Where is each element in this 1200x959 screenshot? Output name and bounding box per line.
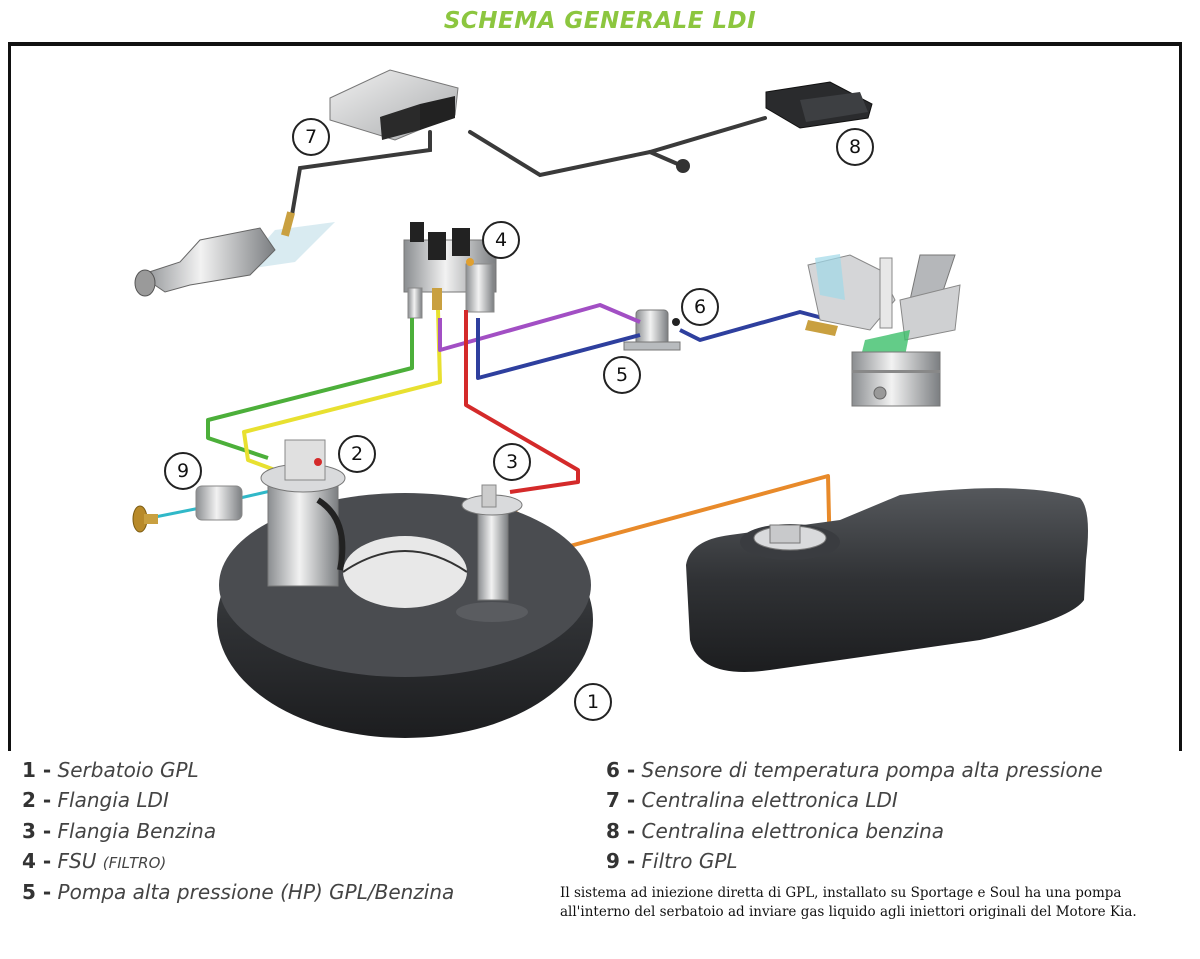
petrol-tank bbox=[686, 488, 1088, 672]
system-diagram bbox=[132, 69, 1088, 738]
green-line bbox=[206, 318, 414, 460]
engine-cylinder bbox=[805, 254, 961, 407]
harness-connector bbox=[676, 159, 690, 173]
yellow-line bbox=[242, 309, 442, 472]
callout-8: 8 bbox=[836, 128, 874, 166]
legend-item-8: 8 - Centralina elettronica benzina bbox=[606, 819, 945, 843]
lpg-filter bbox=[132, 485, 243, 533]
petrol-ecu bbox=[765, 81, 873, 129]
legend-item-9: 9 - Filtro GPL bbox=[606, 849, 738, 873]
ldi-flange bbox=[260, 439, 346, 587]
legend-item-2: 2 - Flangia LDI bbox=[22, 788, 169, 812]
callout-7: 7 bbox=[292, 118, 330, 156]
legend-item-5: 5 - Pompa alta pressione (HP) GPL/Benzin… bbox=[22, 880, 455, 904]
diagram-frame bbox=[8, 42, 1182, 751]
legend-item-7: 7 - Centralina elettronica LDI bbox=[606, 788, 898, 812]
legend-item-1: 1 - Serbatoio GPL bbox=[22, 758, 199, 782]
callout-4: 4 bbox=[482, 221, 520, 259]
legend-item-3: 3 - Flangia Benzina bbox=[22, 819, 217, 843]
petrol-flange bbox=[456, 484, 528, 622]
fsu-filter-block bbox=[403, 222, 497, 319]
hp-pump bbox=[623, 309, 681, 351]
blue-line bbox=[476, 310, 831, 380]
legend-item-4: 4 - FSU (FILTRO) bbox=[22, 849, 167, 873]
callout-3: 3 bbox=[493, 443, 531, 481]
electrical-harness bbox=[290, 116, 767, 217]
callout-2: 2 bbox=[338, 435, 376, 473]
description-note: Il sistema ad iniezione diretta di GPL, … bbox=[560, 885, 1137, 920]
callout-5: 5 bbox=[603, 356, 641, 394]
callout-6: 6 bbox=[681, 288, 719, 326]
callout-9: 9 bbox=[164, 452, 202, 490]
legend-item-6: 6 - Sensore di temperatura pompa alta pr… bbox=[606, 758, 1103, 782]
red-line bbox=[464, 310, 580, 494]
purple-line bbox=[438, 303, 641, 352]
callout-1: 1 bbox=[574, 683, 612, 721]
ldi-ecu bbox=[329, 69, 459, 141]
diagram-title: SCHEMA GENERALE LDI bbox=[443, 8, 757, 34]
catalytic-converter bbox=[134, 211, 335, 297]
